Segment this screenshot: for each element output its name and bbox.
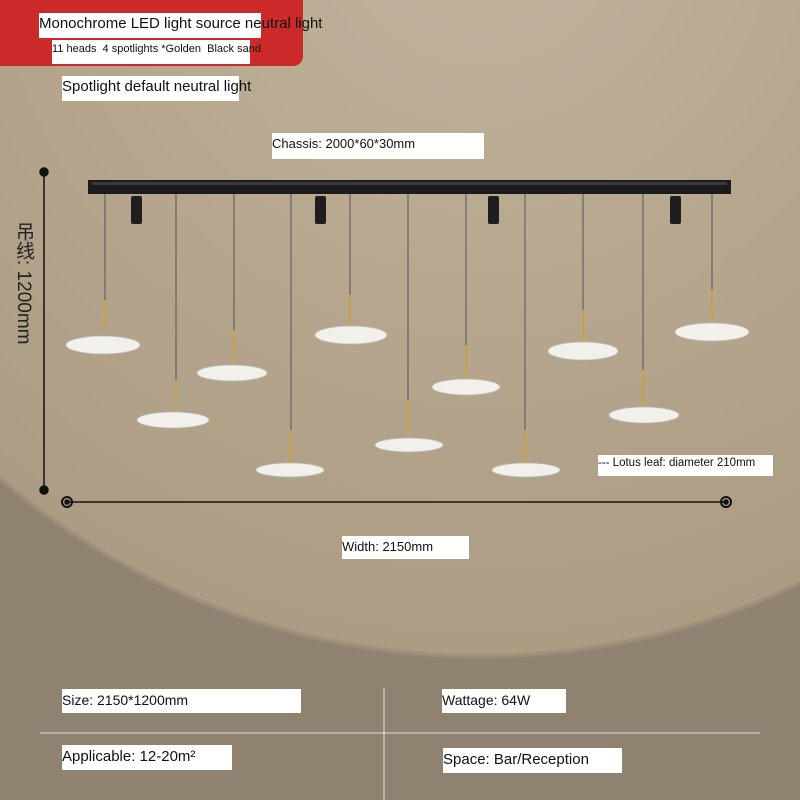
spotlight-note: Spotlight default neutral light: [62, 76, 251, 101]
space-spec: Space: Bar/Reception: [443, 748, 622, 773]
subtitle-label: 11 heads 4 spotlights *Golden Black sand: [52, 40, 261, 64]
size-spec: Size: 2150*1200mm: [62, 689, 301, 713]
title-label: Monochrome LED light source neutral ligh…: [39, 13, 322, 38]
applicable-spec: Applicable: 12-20m²: [62, 745, 232, 770]
width-label: Width: 2150mm: [342, 536, 469, 559]
wattage-spec: Wattage: 64W: [442, 689, 566, 713]
cable-length-label: 吊线: 1200mm: [13, 222, 34, 345]
lotus-leaf-label: --- Lotus leaf: diameter 210mm: [598, 455, 773, 476]
chassis-label: Chassis: 2000*60*30mm: [272, 133, 484, 159]
